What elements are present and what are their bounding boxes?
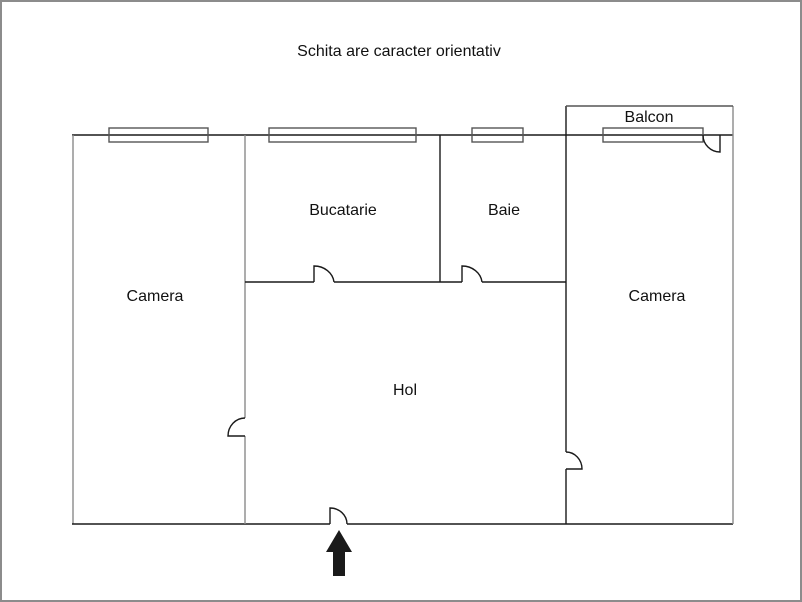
window-camera-left [108,127,209,143]
room-label-hol: Hol [392,382,418,399]
room-label-camera-right: Camera [628,288,686,305]
door-bath [461,265,483,283]
room-label-bucatarie: Bucatarie [309,202,377,219]
room-label-balcon: Balcon [624,109,674,126]
entrance-arrow-icon [326,530,352,576]
window-kitchen [268,127,417,143]
plan-title: Schita are caracter orientativ [297,43,501,60]
door-kitchen [313,265,335,283]
window-bath [471,127,524,143]
room-label-camera-left: Camera [126,288,184,305]
door-entrance [329,507,348,525]
door-camera-left [227,417,246,437]
door-camera-right [565,451,583,470]
room-label-baie: Baie [487,202,521,219]
door-balcony [702,134,721,153]
